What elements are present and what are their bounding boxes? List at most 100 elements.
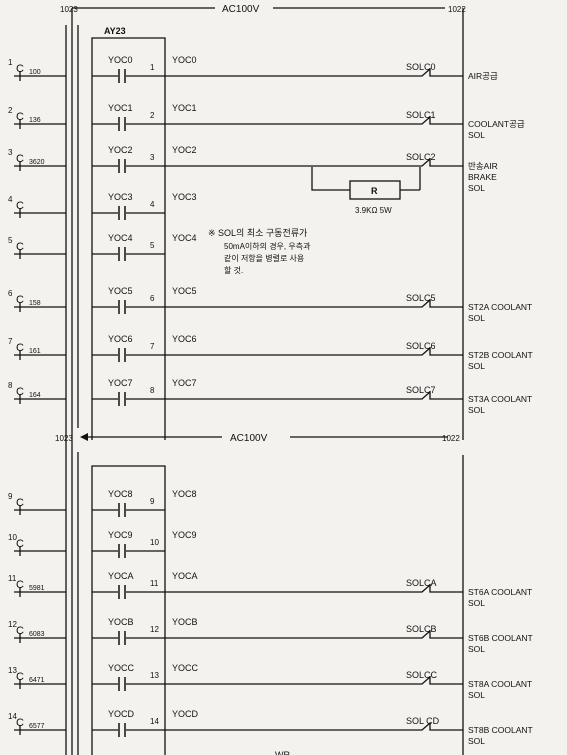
rung-4-coil-label: YOC3 [172,192,197,202]
rung-11-output-0: ST6A COOLANT [468,587,532,597]
rung-10-pin: 10 [150,538,159,547]
rung-14-c-letter: C [16,717,24,729]
rung-6-row-num: 6 [8,289,13,298]
rung-3-coil-label: YOC2 [172,145,197,155]
rung-8-row-num: 8 [8,381,13,390]
module-box [91,37,166,440]
rung-6-contact-label: YOC5 [108,286,133,296]
resistor [349,180,401,200]
rung-14-output-1: SOL [468,736,485,746]
rung-3-output-1: BRAKE [468,172,497,182]
rung-2-c-letter: C [16,111,24,123]
rung-4-contact-label: YOC3 [108,192,133,202]
rung-1-c-letter: C [16,63,24,75]
rung-11-c-letter: C [16,579,24,591]
resistor-label: R [371,186,378,196]
rung-8-output-0: ST3A COOLANT [468,394,532,404]
resistor-value: 3.9KΩ 5W [355,206,392,215]
rung-12-output-1: SOL [468,644,485,654]
module-box-lower [91,465,166,755]
rung-12-sol-contact [415,629,463,639]
rung-7-coil-label: YOC6 [172,334,197,344]
rung-12-sol-label: SOLCB [406,624,437,634]
rung-2-row-num: 2 [8,106,13,115]
rung-3-sol-contact [415,157,463,167]
rung-10-row-num: 10 [8,533,17,542]
rung-11-sol-contact [415,583,463,593]
rung-12-c-letter: C [16,625,24,637]
rung-5-row-num: 5 [8,236,13,245]
rung-12-pin: 12 [150,625,159,634]
rung-6-c-letter: C [16,294,24,306]
rung-7-output-1: SOL [468,361,485,371]
rung-6-sol-label: SOLC5 [406,293,436,303]
rung-12-contact-label: YOCB [108,617,134,627]
rung-14-address: 6577 [29,723,45,730]
rung-11-row-num: 11 [8,574,17,583]
rung-13-coil-label: YOCC [172,663,199,673]
rung-13-output-1: SOL [468,690,485,700]
rung-3-contact-label: YOC2 [108,145,133,155]
rung-1-sol-label: SOLC0 [406,62,436,72]
rung-4-row-num: 4 [8,195,13,204]
rung-13-contact-label: YOCC [108,663,135,673]
module-label: AY23 [104,26,126,36]
rung-7-sol-label: SOLC6 [406,341,436,351]
rung-8-output-1: SOL [468,405,485,415]
rung-8-sol-contact [415,390,463,400]
rung-7-contact-label: YOC6 [108,334,133,344]
rung-13-address: 6471 [29,677,45,684]
rung-5-coil-label: YOC4 [172,233,197,243]
rung-10-contact-label: YOC9 [108,530,133,540]
rung-9-pin: 9 [150,497,155,506]
top-bus-left-num: 1023 [60,5,78,14]
rung-1-pin: 1 [150,63,155,72]
rung-13-row-num: 13 [8,666,17,675]
rung-8-address: 164 [29,392,41,399]
mid-bus-title: AC100V [230,433,268,444]
rung-1-contact-label: YOC0 [108,55,133,65]
bottom-cut-text: WR [275,750,290,755]
rung-13-c-letter: C [16,671,24,683]
rung-1-address: 100 [29,69,41,76]
rung-7-row-num: 7 [8,337,13,346]
rung-9-contact-label: YOC8 [108,489,133,499]
rung-5-contact-label: YOC4 [108,233,133,243]
rung-10-c-letter: C [16,538,24,550]
rung-2-sol-label: SOLC1 [406,110,436,120]
rung-11-contact-label: YOCA [108,571,134,581]
rung-10-coil-label: YOC9 [172,530,197,540]
rung-2-address: 136 [29,117,41,124]
rung-12-row-num: 12 [8,620,17,629]
rung-12-address: 6083 [29,631,45,638]
rung-11-pin: 11 [150,579,159,588]
rung-3-row-num: 3 [8,148,13,157]
rung-2-coil-label: YOC1 [172,103,197,113]
rung-7-sol-contact [415,346,463,356]
rung-12-output-0: ST6B COOLANT [468,633,533,643]
rung-2-pin: 2 [150,111,155,120]
rung-2-output-1: SOL [468,130,485,140]
rung-5-c-letter: C [16,241,24,253]
rung-6-address: 158 [29,300,41,307]
rung-14-pin: 14 [150,717,159,726]
note-line-4: 할 것. [224,265,243,275]
rung-3-sol-label: SOLC2 [406,152,436,162]
rung-8-pin: 8 [150,386,155,395]
rung-14-row-num: 14 [8,712,17,721]
rung-3-output-2: SOL [468,183,485,193]
rung-14-output-0: ST8B COOLANT [468,725,533,735]
mid-bus-left-num: 1023 [55,434,73,443]
rung-9-coil-label: YOC8 [172,489,197,499]
top-bus-right-num: 1022 [448,5,466,14]
rung-1-row-num: 1 [8,58,13,67]
rung-8-contact-label: YOC7 [108,378,133,388]
rung-13-sol-label: SOLCC [406,670,438,680]
rung-9-row-num: 9 [8,492,13,501]
rung-4-c-letter: C [16,200,24,212]
note-line-1: ※ SOL의 최소 구동전류가 [208,228,307,238]
rung-13-pin: 13 [150,671,159,680]
top-bus-title: AC100V [222,4,260,15]
